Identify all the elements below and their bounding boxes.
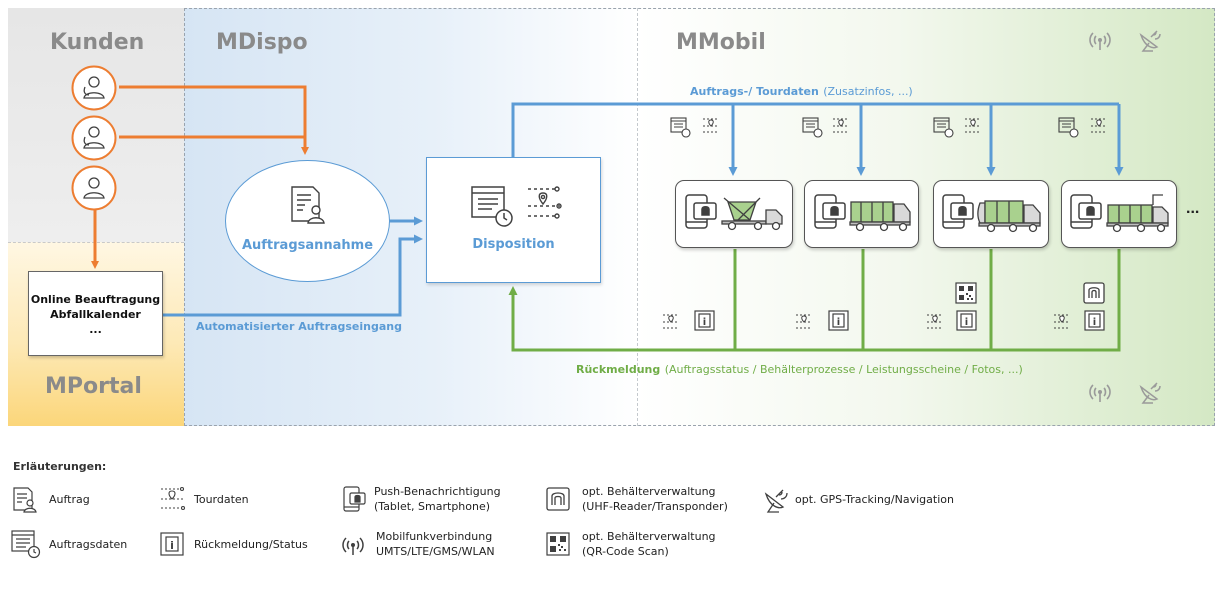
- more-vehicles: ...: [1186, 200, 1200, 217]
- zone-title-mportal: MPortal: [45, 374, 142, 399]
- green-flow: [508, 249, 1121, 352]
- legend-rueckmeldung: Rückmeldung/Status: [194, 538, 308, 551]
- refuse-truck-icon: [977, 193, 1043, 238]
- order-data-icon: [470, 185, 516, 234]
- order-data-icon: [670, 117, 692, 144]
- tour-data-icon: [832, 117, 852, 140]
- label-auftrags-bold: Auftrags-/ Tourdaten: [690, 85, 819, 98]
- gps-satellite-icon: [1137, 27, 1163, 58]
- skip-loader-truck-icon: [720, 194, 786, 237]
- label-rueckmeldung: Rückmeldung (Auftragsstatus / Behälterpr…: [576, 360, 1023, 378]
- zone-title-mdispo: MDispo: [216, 30, 308, 55]
- legend-mobile-signal-icon: [341, 533, 365, 562]
- svg-text:i: i: [965, 317, 968, 328]
- svg-text:i: i: [703, 317, 706, 328]
- svg-text:i: i: [170, 539, 174, 552]
- zone-divider: [637, 8, 638, 426]
- status-info-icon: i: [694, 310, 716, 337]
- legend-push-icon: [343, 486, 367, 519]
- mobile-signal-icon: [1088, 380, 1112, 409]
- legend-qr-icon: [546, 532, 570, 561]
- legend-uhf-2: (UHF-Reader/Transponder): [582, 500, 728, 513]
- tour-data-icon: [702, 117, 722, 140]
- status-info-icon: i: [1084, 310, 1106, 337]
- label-auftrags-tourdaten: Auftrags-/ Tourdaten (Zusatzinfos, ...): [690, 82, 913, 100]
- online-line3: ...: [89, 323, 102, 336]
- online-line2: Abfallkalender: [50, 308, 141, 321]
- customer-person-icon: [71, 165, 117, 216]
- legend-qr-2: (QR-Code Scan): [582, 545, 669, 558]
- svg-text:i: i: [837, 317, 840, 328]
- legend-uhf-icon: [546, 487, 570, 516]
- legend-qr-1: opt. Behälterverwaltung: [582, 530, 716, 543]
- legend-gps-icon: [762, 486, 790, 519]
- orange-flow: [91, 85, 309, 269]
- legend-title: Erläuterungen:: [13, 460, 107, 473]
- push-phone-icon: [813, 193, 847, 236]
- legend-mobil-1: Mobilfunkverbindung: [376, 530, 493, 543]
- customer-phone-icon: [71, 115, 117, 166]
- legend-push-2: (Tablet, Smartphone): [374, 500, 491, 513]
- legend-tour-icon: [160, 486, 186, 516]
- svg-text:i: i: [1093, 317, 1096, 328]
- zone-title-kunden: Kunden: [50, 30, 145, 55]
- push-phone-icon: [941, 193, 975, 236]
- node-online-beauftragung: Online Beauftragung Abfallkalender ...: [28, 271, 163, 356]
- zone-outer-border: [184, 8, 1215, 426]
- container-truck-icon: [848, 194, 914, 237]
- node-auftragsannahme-label: Auftragsannahme: [241, 238, 374, 253]
- status-info-icon: i: [956, 310, 978, 337]
- label-rueck-bold: Rückmeldung: [576, 363, 661, 376]
- tour-data-icon: [1090, 117, 1110, 140]
- order-data-icon: [1058, 117, 1080, 144]
- tour-data-icon: [1053, 313, 1073, 336]
- legend-uhf-1: opt. Behälterverwaltung: [582, 485, 716, 498]
- gps-satellite-icon: [1137, 379, 1163, 410]
- zone-title-mmobil: MMobil: [676, 30, 766, 55]
- legend-auftrag: Auftrag: [49, 493, 90, 506]
- node-disposition-label: Disposition: [472, 237, 555, 252]
- legend-mobil-2: UMTS/LTE/GMS/WLAN: [376, 545, 495, 558]
- legend-status-icon: i: [160, 532, 186, 563]
- uhf-transponder-icon: [1083, 282, 1105, 309]
- crane-truck-icon: [1105, 191, 1171, 238]
- tour-data-icon: [662, 313, 682, 336]
- blue-flow: [163, 102, 1124, 317]
- tour-data-icon: [795, 313, 815, 336]
- legend-auftragsdaten: Auftragsdaten: [49, 538, 128, 551]
- tour-data-icon: [526, 186, 562, 225]
- legend-order-data-icon: [11, 530, 41, 565]
- tour-data-icon: [964, 117, 984, 140]
- label-rueck-rest: (Auftragsstatus / Behälterprozesse / Lei…: [664, 363, 1023, 376]
- qr-code-icon: [955, 282, 977, 309]
- label-auftrags-rest: (Zusatzinfos, ...): [823, 85, 913, 98]
- online-line1: Online Beauftragung: [30, 293, 161, 306]
- tour-data-icon: [926, 313, 946, 336]
- legend-push-1: Push-Benachrichtigung: [374, 485, 501, 498]
- mobile-signal-icon: [1088, 28, 1112, 57]
- customer-phone-icon: [71, 65, 117, 116]
- push-phone-icon: [1069, 193, 1103, 236]
- push-phone-icon: [684, 193, 718, 236]
- status-info-icon: i: [828, 310, 850, 337]
- order-data-icon: [933, 117, 955, 144]
- order-document-icon: [289, 185, 327, 230]
- label-automatisiert: Automatisierter Auftragseingang: [196, 320, 402, 333]
- node-disposition: [426, 157, 601, 283]
- order-data-icon: [802, 117, 824, 144]
- legend-order-icon: [12, 487, 38, 518]
- legend-tourdaten: Tourdaten: [194, 493, 249, 506]
- legend-gps: opt. GPS-Tracking/Navigation: [795, 493, 954, 506]
